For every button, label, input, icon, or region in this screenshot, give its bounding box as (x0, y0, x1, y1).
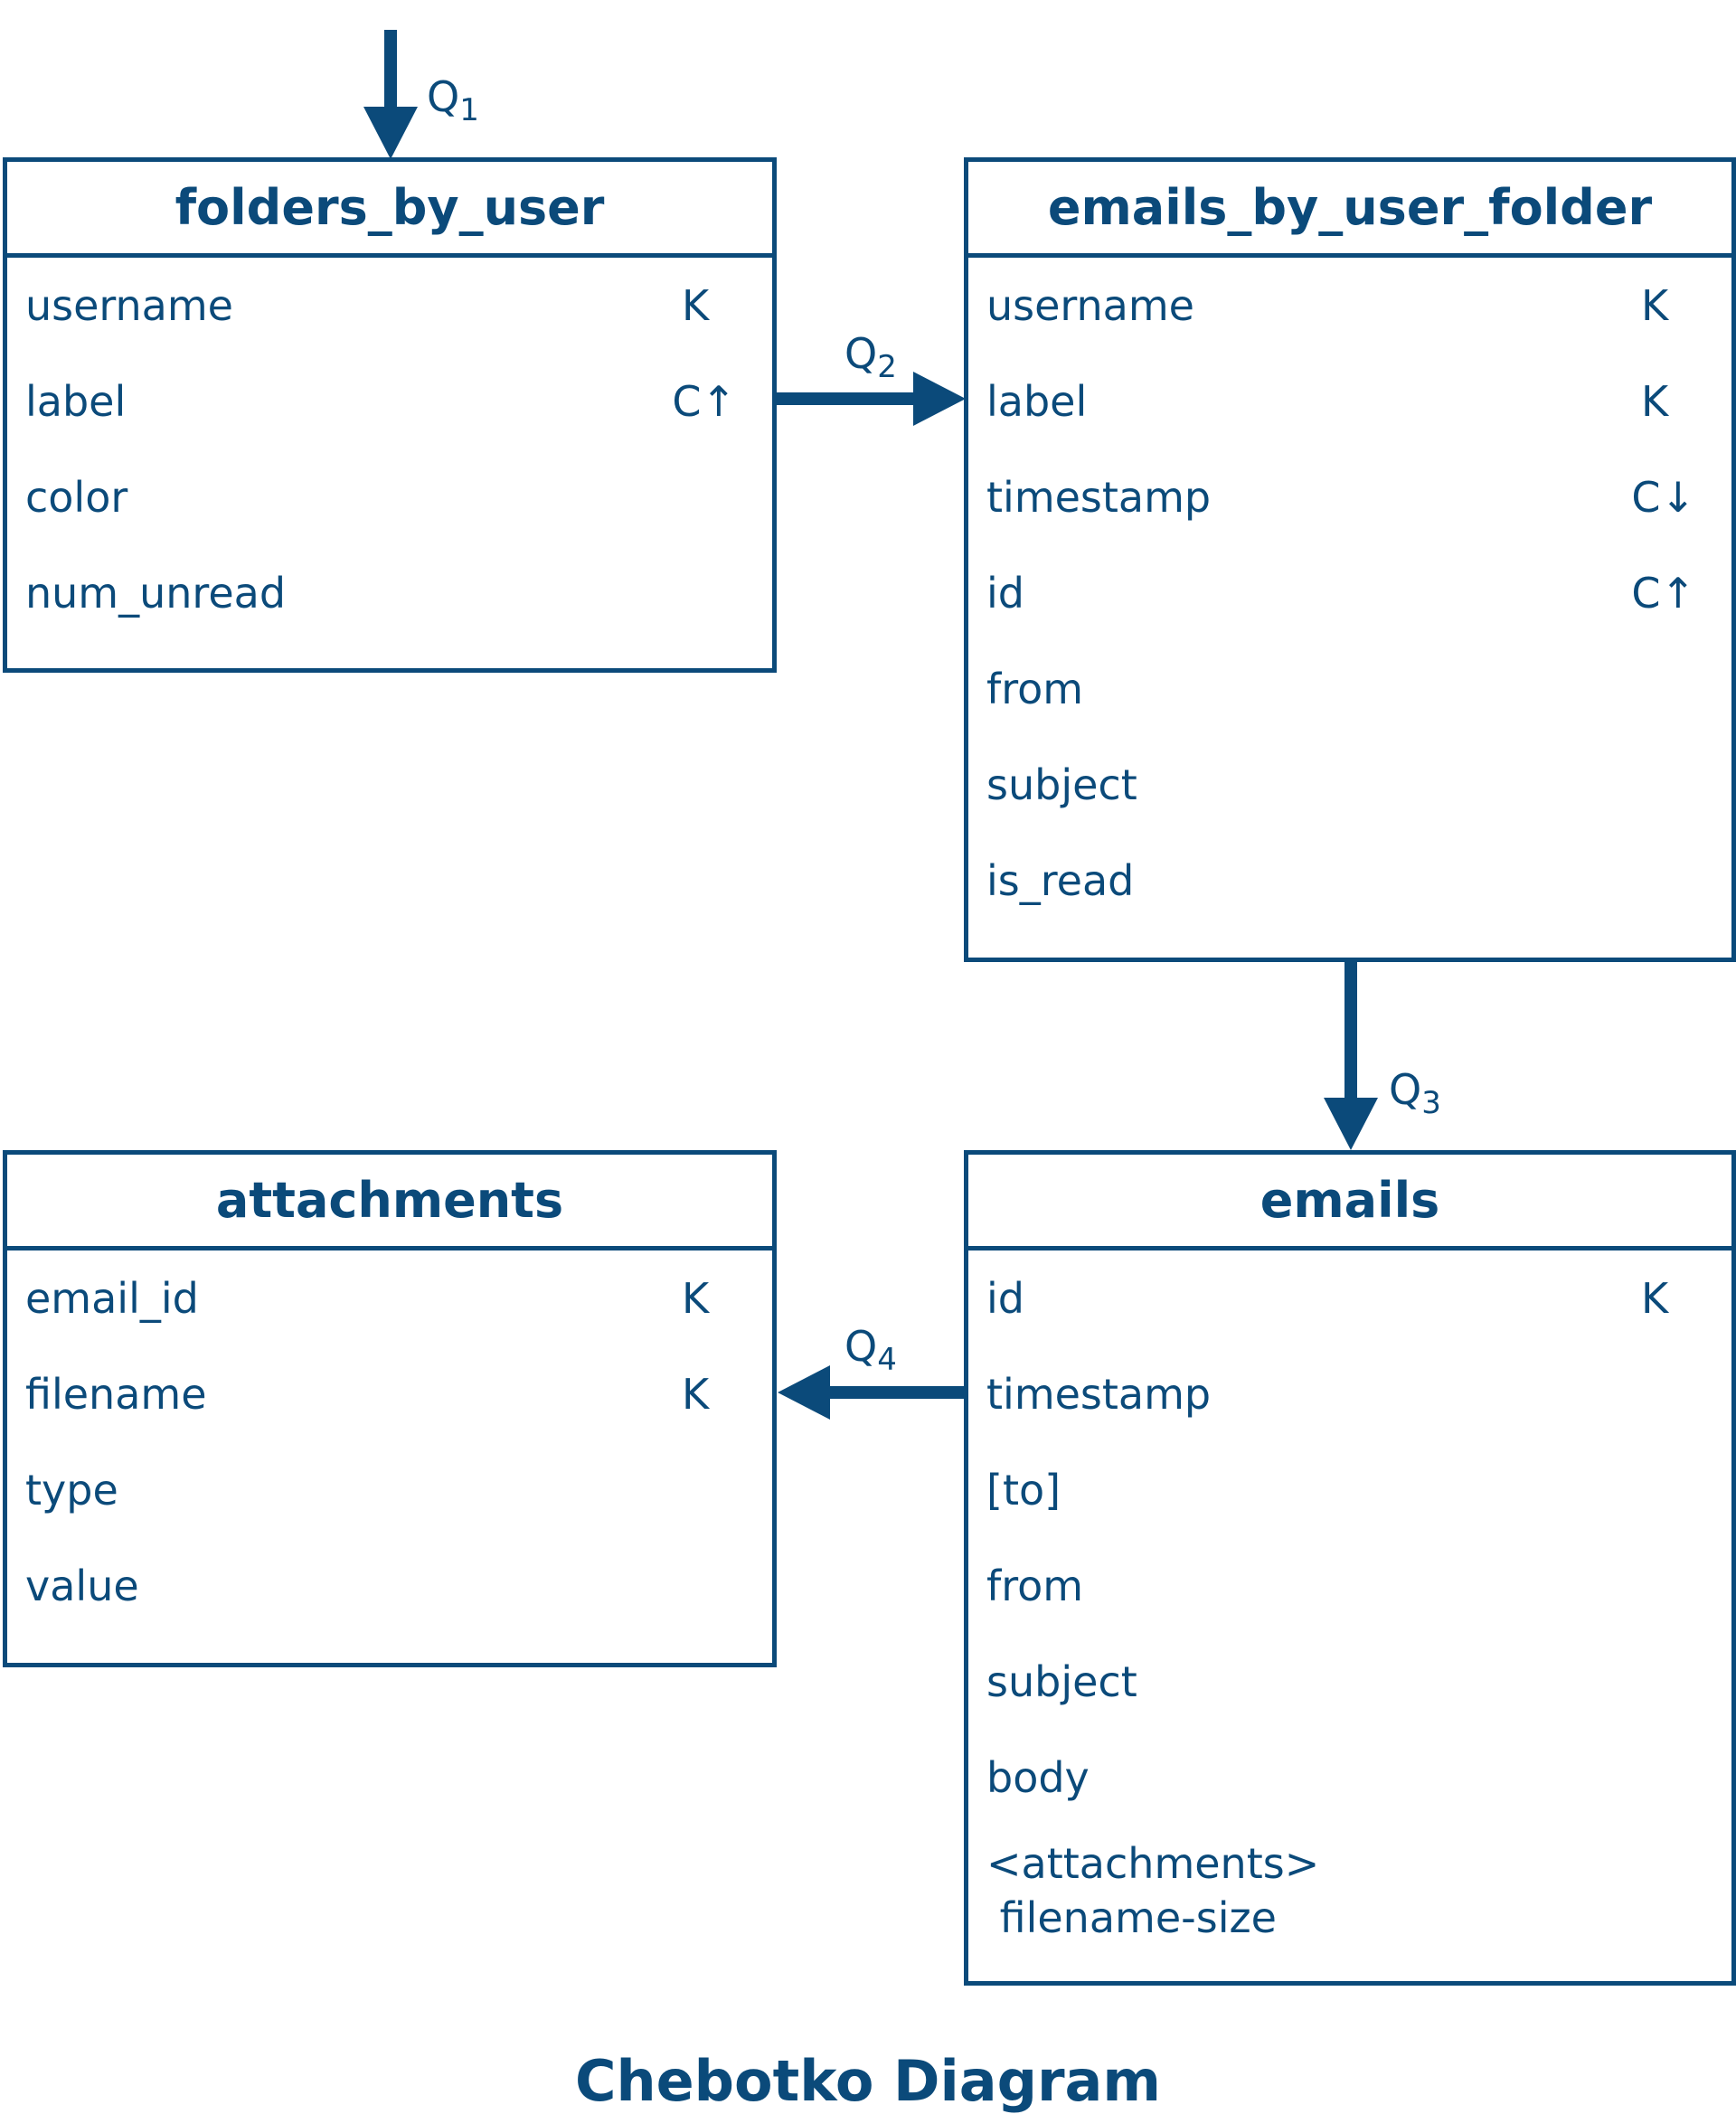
q3-label: Q3 (1389, 1065, 1441, 1121)
table-row: id C↑ (968, 545, 1731, 641)
field-name: timestamp (986, 473, 1212, 522)
field-name: id (986, 1274, 1024, 1323)
table-row: label K (968, 354, 1731, 449)
diagram-caption: Chebotko Diagram (574, 2048, 1161, 2114)
table-row: username K (7, 258, 772, 354)
field-name: id (986, 569, 1024, 618)
key-marker: K (682, 1370, 710, 1419)
table-row: label C↑ (7, 354, 772, 449)
field-name-continued: filename-size (986, 1893, 1277, 1942)
field-name: label (25, 377, 127, 426)
q2-num: 2 (877, 349, 897, 385)
table-title: emails_by_user_folder (968, 162, 1731, 258)
table-row: email_id K (7, 1250, 772, 1346)
field-name: value (25, 1562, 139, 1610)
q4-letter: Q (844, 1322, 878, 1371)
field-name: from (986, 665, 1084, 713)
q3-arrow (1324, 960, 1378, 1150)
table-row: body (968, 1730, 1731, 1826)
field-name: label (986, 377, 1088, 426)
field-name: timestamp (986, 1370, 1212, 1419)
q2-letter: Q (844, 329, 878, 378)
table-folders-by-user: folders_by_user username K label C↑ colo… (3, 157, 777, 673)
field-name: is_read (986, 856, 1135, 905)
table-row: color (7, 449, 772, 545)
field-name: username (986, 281, 1194, 330)
table-attachments: attachments email_id K filename K type v… (3, 1150, 777, 1667)
table-row: id K (968, 1250, 1731, 1346)
key-marker: K (1641, 377, 1669, 426)
table-emails: emails id K timestamp [to] from subject … (964, 1150, 1736, 1986)
key-marker: K (1641, 1274, 1669, 1323)
table-row: from (968, 1538, 1731, 1634)
field-name: filename (25, 1370, 207, 1419)
field-name: username (25, 281, 233, 330)
q4-num: 4 (877, 1342, 897, 1378)
table-title: emails (968, 1155, 1731, 1250)
table-row: num_unread (7, 545, 772, 641)
table-row: timestamp C↓ (968, 449, 1731, 545)
q4-arrow (778, 1365, 966, 1420)
key-marker: K (682, 1274, 710, 1323)
q1-letter: Q (427, 72, 460, 121)
table-row: subject (968, 1634, 1731, 1730)
table-rows: id K timestamp [to] from subject body <a… (968, 1250, 1731, 1963)
table-row: subject (968, 737, 1731, 833)
table-row: value (7, 1538, 772, 1634)
q1-num: 1 (459, 92, 479, 128)
table-row: from (968, 641, 1731, 737)
key-marker: C↑ (672, 377, 736, 426)
key-marker: C↓ (1631, 473, 1695, 522)
key-marker: K (682, 281, 710, 330)
q1-arrow (363, 30, 418, 159)
key-marker: K (1641, 281, 1669, 330)
q2-label: Q2 (844, 329, 897, 385)
q4-label: Q4 (844, 1322, 897, 1378)
table-row: type (7, 1442, 772, 1538)
field-name: subject (986, 760, 1137, 809)
table-row: [to] (968, 1442, 1731, 1538)
table-title: attachments (7, 1155, 772, 1250)
q3-letter: Q (1389, 1065, 1422, 1114)
q2-arrow (776, 372, 966, 426)
field-name: from (986, 1562, 1084, 1610)
field-name: body (986, 1753, 1090, 1802)
table-emails-by-user-folder: emails_by_user_folder username K label K… (964, 157, 1736, 962)
table-title: folders_by_user (7, 162, 772, 258)
table-rows: email_id K filename K type value (7, 1250, 772, 1634)
field-name: type (25, 1466, 118, 1515)
table-row: timestamp (968, 1346, 1731, 1442)
table-row: username K (968, 258, 1731, 354)
table-row-attachments: <attachments> filename-size (968, 1826, 1731, 1963)
q1-label: Q1 (427, 72, 479, 128)
table-rows: username K label K timestamp C↓ id C↑ fr… (968, 258, 1731, 929)
table-row: is_read (968, 833, 1731, 929)
key-marker: C↑ (1631, 569, 1695, 618)
field-name: color (25, 473, 128, 522)
field-name: subject (986, 1657, 1137, 1706)
table-row: filename K (7, 1346, 772, 1442)
field-name: num_unread (25, 569, 287, 618)
field-name: <attachments> (986, 1839, 1320, 1888)
field-name: email_id (25, 1274, 199, 1323)
field-name: [to] (986, 1466, 1061, 1515)
table-rows: username K label C↑ color num_unread (7, 258, 772, 641)
q3-num: 3 (1421, 1085, 1441, 1121)
